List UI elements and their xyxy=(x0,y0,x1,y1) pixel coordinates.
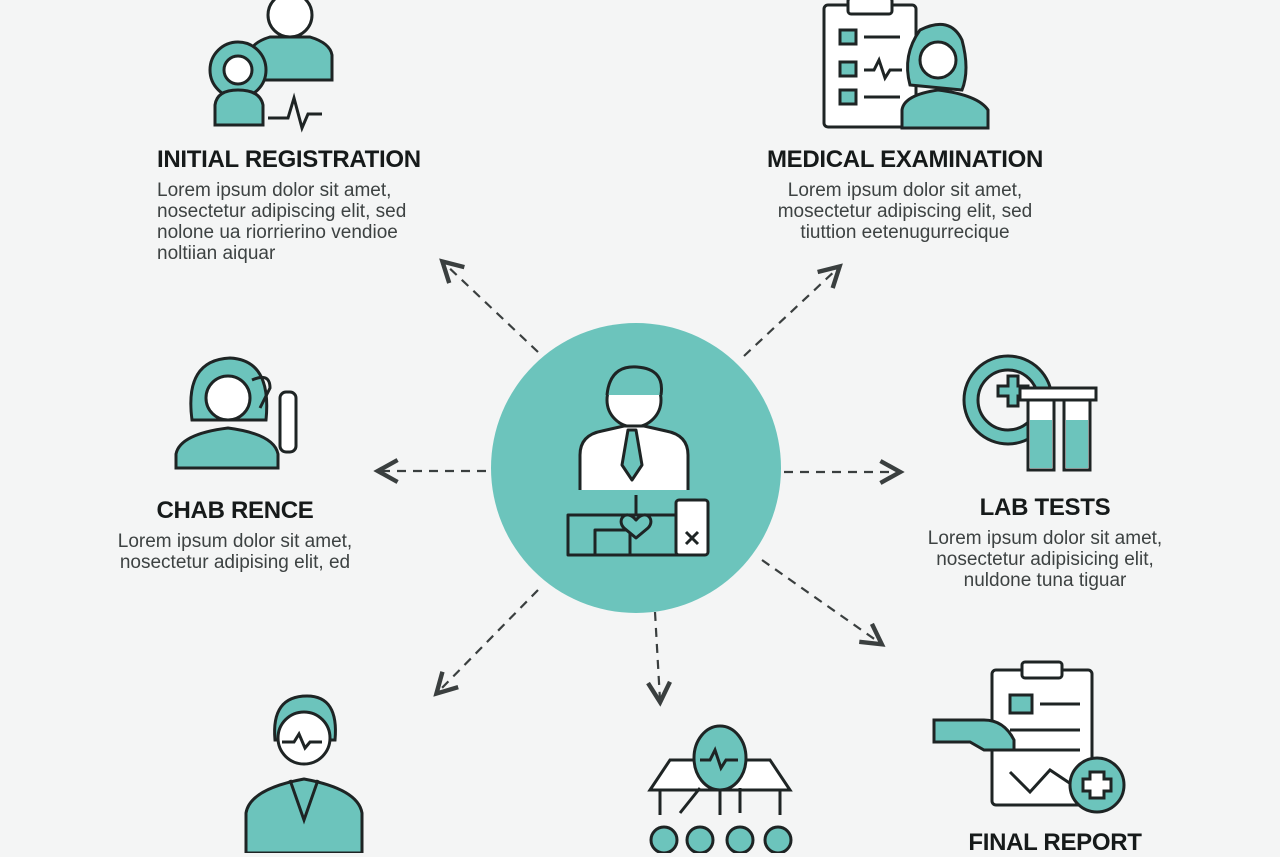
step-title: MEDICAL EXAMINATION xyxy=(766,146,1044,173)
step-lab-tests: LAB TESTS Lorem ipsum dolor sit amet, no… xyxy=(905,494,1185,591)
arrow-bottom-left xyxy=(438,589,539,692)
step-title: INITIAL REGISTRATION xyxy=(157,146,421,173)
nurse-icon xyxy=(174,356,298,470)
doctor-patient-icon xyxy=(208,0,334,133)
step-description: Lorem ipsum dolor sit amet, nosectetur a… xyxy=(927,528,1163,591)
step-title: LAB TESTS xyxy=(979,494,1111,521)
center-reception-icon xyxy=(491,323,781,613)
step-medical-examination: MEDICAL EXAMINATION Lorem ipsum dolor si… xyxy=(750,146,1060,243)
step-initial-registration: INITIAL REGISTRATION Lorem ipsum dolor s… xyxy=(157,146,421,264)
step-title: FINAL REPORT xyxy=(968,829,1142,856)
report-clipboard-icon xyxy=(932,660,1126,814)
step-final-report: FINAL REPORT xyxy=(935,829,1175,857)
arrow-top-right xyxy=(743,268,838,357)
network-icon xyxy=(647,724,793,853)
arrow-top-left xyxy=(444,263,539,353)
clipboard-nurse-icon xyxy=(822,0,990,130)
step-chab-rence: CHAB RENCE Lorem ipsum dolor sit amet, n… xyxy=(95,497,375,573)
step-title: CHAB RENCE xyxy=(156,497,314,524)
step-description: Lorem ipsum dolor sit amet, nosectetur a… xyxy=(157,180,407,264)
step-description: Lorem ipsum dolor sit amet, mosectetur a… xyxy=(777,180,1033,243)
test-tubes-icon xyxy=(962,354,1098,472)
arrow-bottom-right xyxy=(761,559,880,643)
doctor-icon xyxy=(244,694,364,853)
step-description: Lorem ipsum dolor sit amet, nosectetur a… xyxy=(117,531,353,573)
arrow-bottom xyxy=(655,611,660,700)
